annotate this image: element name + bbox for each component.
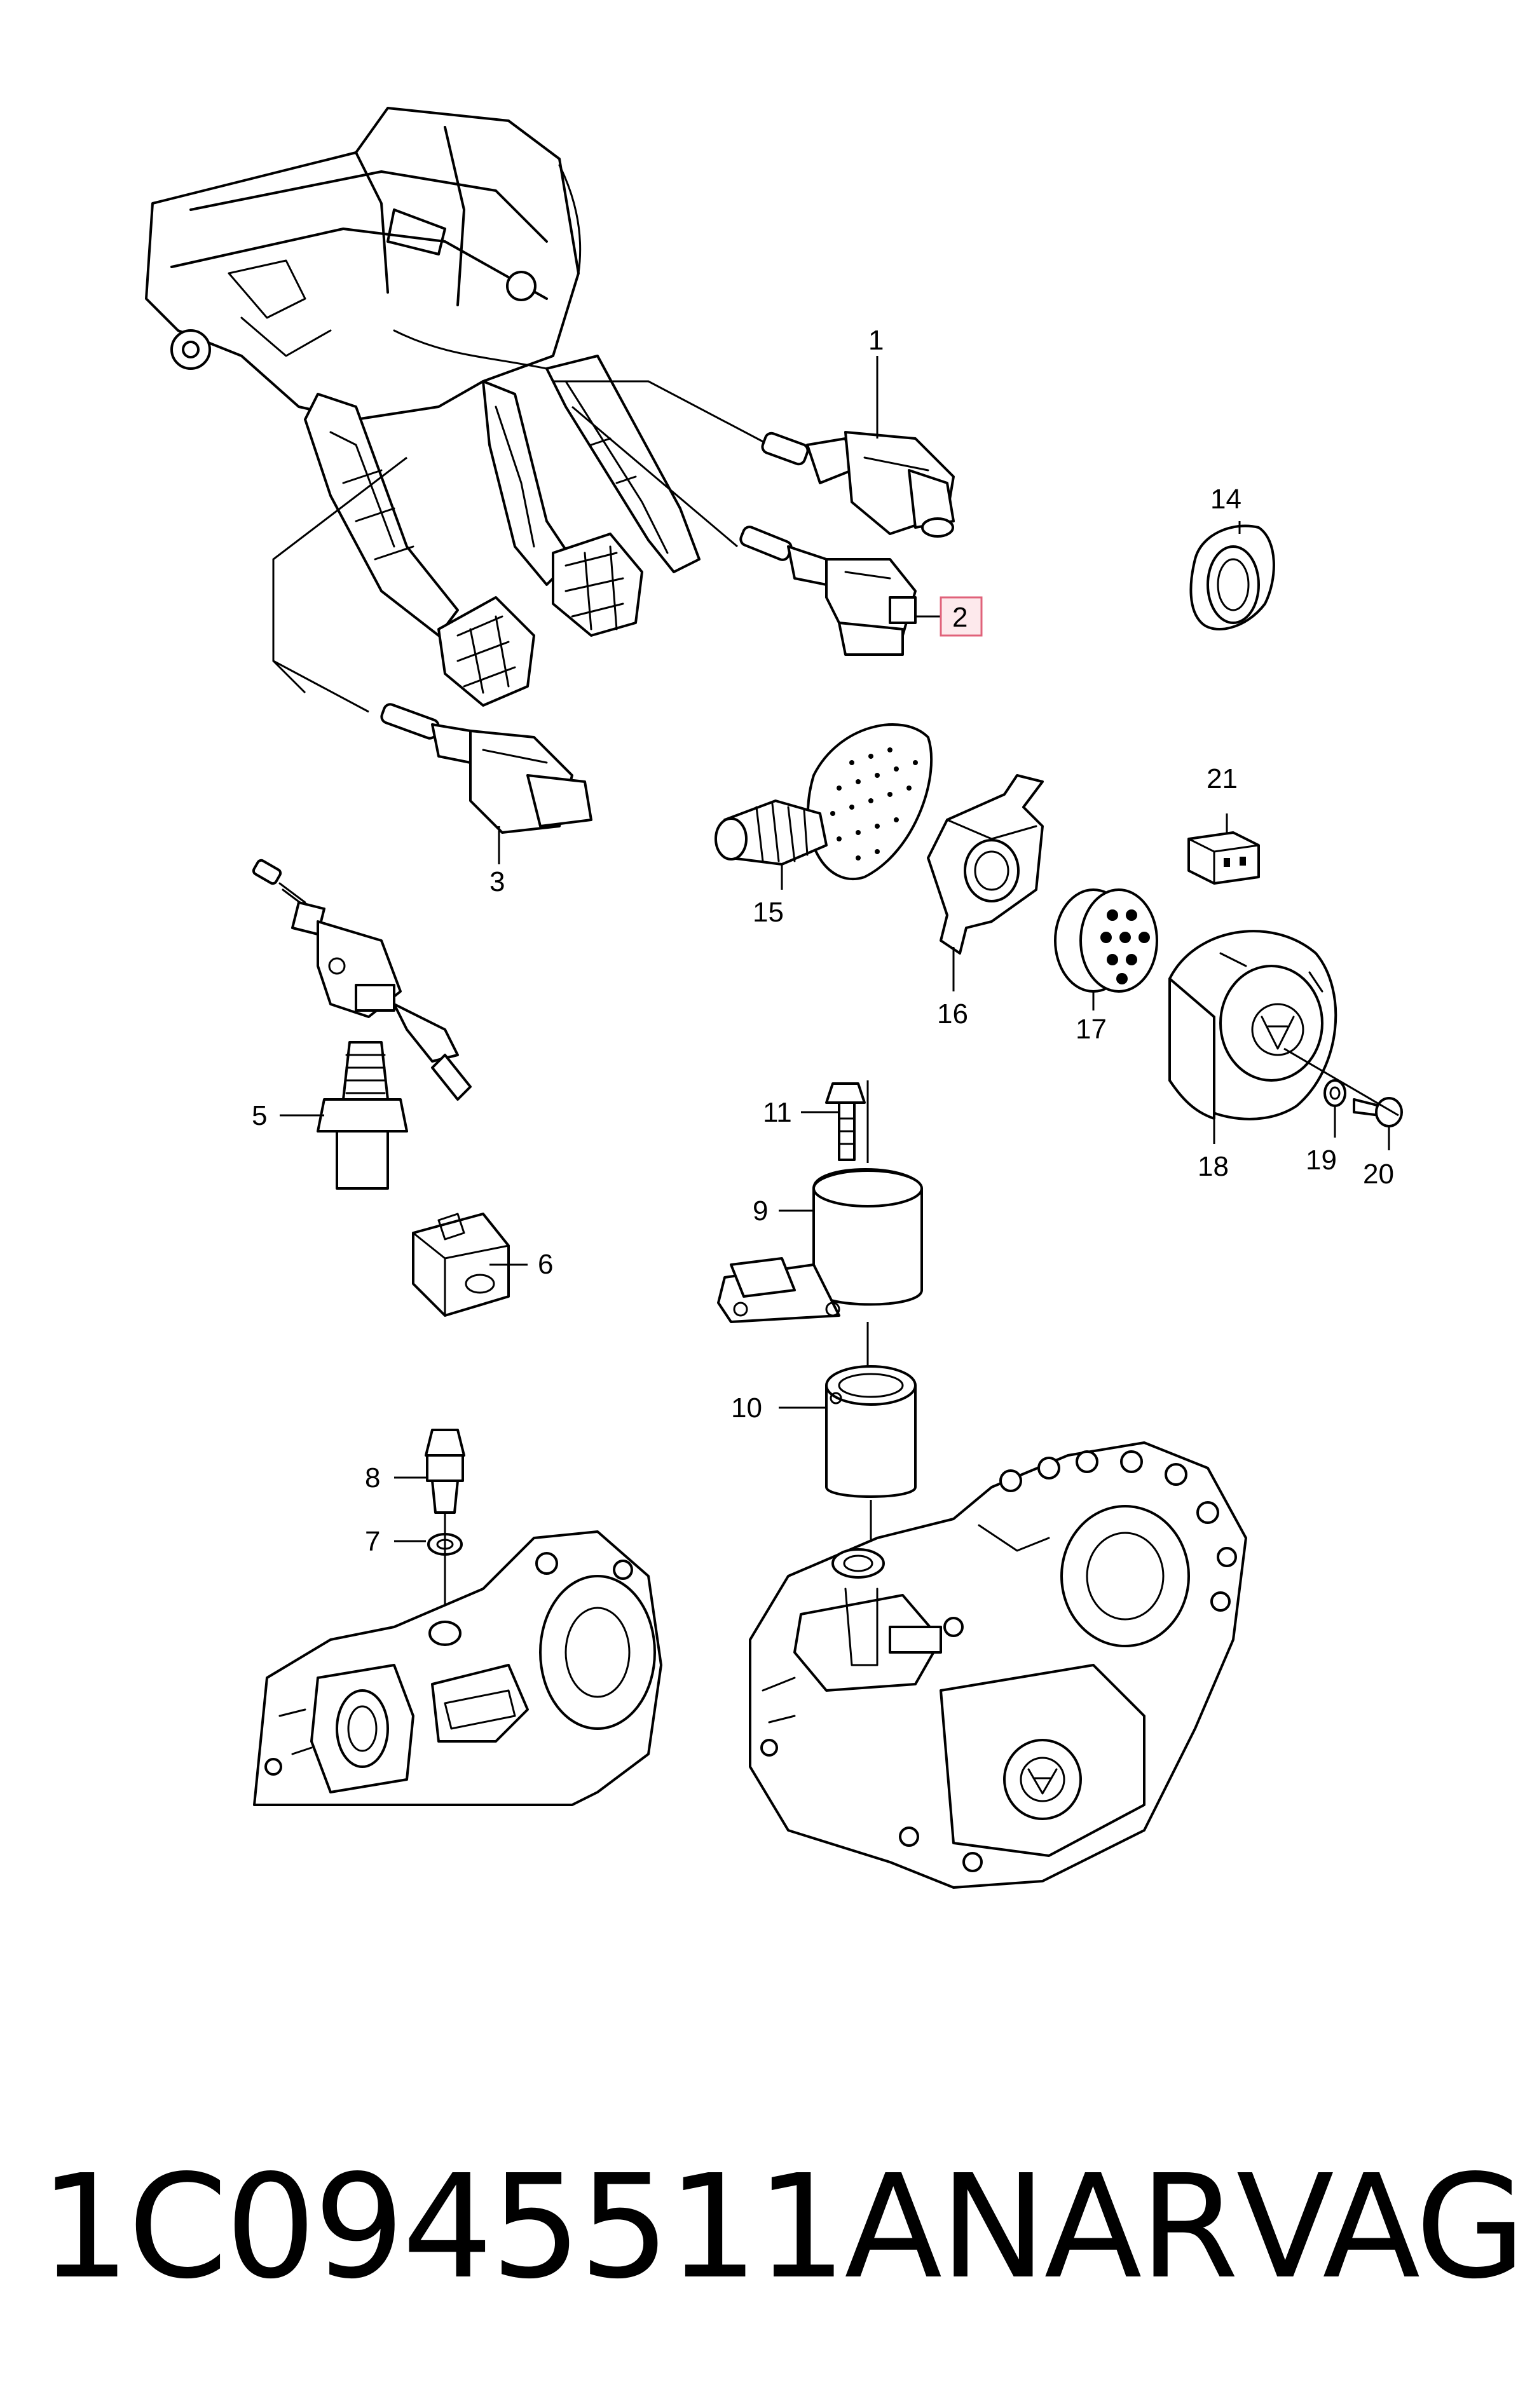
callout-16: 16 [937,998,968,1030]
connector-17 [1054,888,1158,993]
gearbox-housing-left [253,1530,662,1806]
callout-2: 2 [952,602,968,633]
callout-20: 20 [1363,1159,1394,1190]
actuator-9 [717,1168,923,1323]
callout-1: 1 [868,325,884,356]
sensor-15 [715,723,933,881]
housing-18 [1168,930,1337,1120]
cup-10 [825,1365,917,1498]
callout-11: 11 [763,1097,792,1128]
callout-14: 14 [1210,484,1241,515]
gearbox-housing-right [749,1441,1247,1889]
callout-leaders [280,356,1390,1542]
callout-labels: 1 2 3 5 6 7 8 9 10 11 14 15 16 17 18 19 … [252,325,1394,1557]
switch-3 [380,703,592,834]
switch-1 [761,431,955,538]
bracket-16 [927,774,1044,955]
callout-19: 19 [1306,1145,1337,1176]
assembly-leader-lines [272,380,770,713]
callout-18: 18 [1198,1151,1229,1182]
connector-21 [1187,831,1260,885]
callout-10: 10 [731,1392,762,1424]
callout-17: 17 [1076,1014,1107,1045]
callout-2-highlight [940,596,983,637]
switch-8 [425,1429,465,1514]
brand-name: VAG [1236,2144,1518,2311]
callout-8: 8 [365,1462,380,1493]
switch-2 [739,526,917,656]
connector-6 [412,1213,510,1317]
washer-19 [1323,1079,1346,1107]
part-number: 1C0945511ANAR [39,2144,1239,2311]
bolt-11 [825,1082,866,1161]
part-number-row: 1C0945511ANAR VAG [39,2144,1518,2311]
callout-7: 7 [365,1526,380,1557]
callout-6: 6 [538,1249,553,1280]
callout-21: 21 [1207,763,1238,794]
sensor-5 [252,859,472,1190]
grommet-14 [1189,524,1275,630]
callout-9: 9 [753,1195,768,1227]
callout-5: 5 [252,1100,267,1131]
callout-3: 3 [489,866,505,897]
callout-15: 15 [753,897,784,928]
pedal-bracket-assembly [145,107,701,707]
